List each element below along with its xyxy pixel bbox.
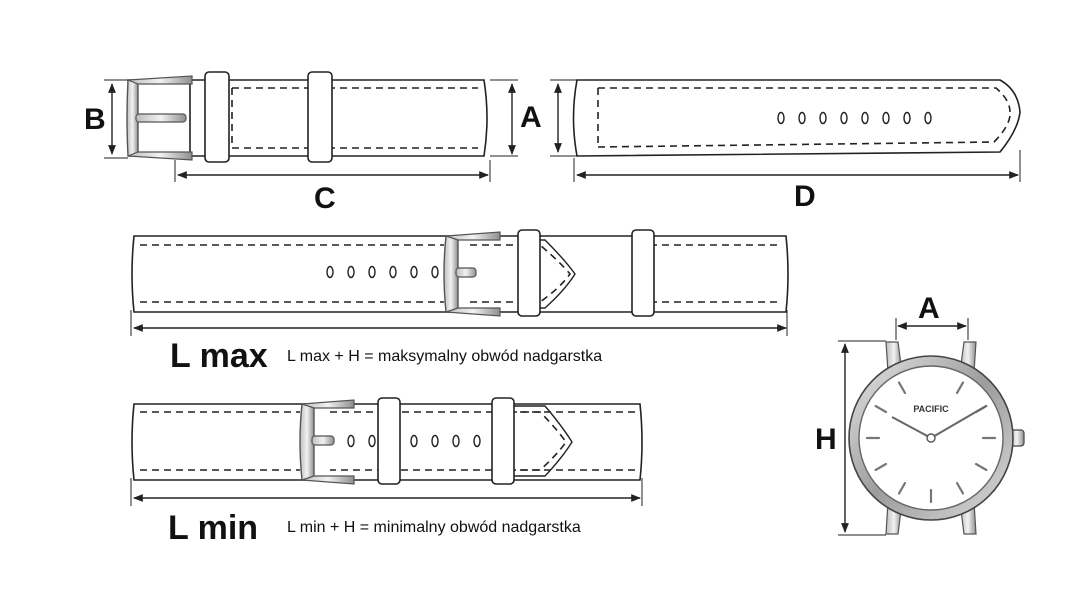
keeper-loop bbox=[517, 229, 541, 317]
center-pin bbox=[926, 433, 936, 443]
strap-holes bbox=[777, 111, 932, 125]
note-l-max: L max + H = maksymalny obwód nadgarstka bbox=[287, 348, 603, 365]
strap-l-min bbox=[130, 397, 643, 506]
label-l-max: L max bbox=[170, 337, 268, 375]
label-a-strap: A bbox=[520, 101, 542, 134]
strap-holes bbox=[326, 265, 439, 279]
keeper-loop bbox=[377, 397, 401, 485]
label-l-min: L min bbox=[168, 509, 259, 547]
keeper-loop bbox=[204, 71, 230, 163]
label-c: C bbox=[314, 182, 336, 215]
watch-case bbox=[838, 318, 1025, 536]
label-d: D bbox=[794, 180, 816, 213]
keeper-loop bbox=[307, 71, 333, 163]
hour-marker bbox=[897, 481, 907, 495]
hour-hand bbox=[891, 416, 932, 439]
strap-l-max bbox=[130, 229, 789, 336]
label-a-watch: A bbox=[918, 292, 940, 325]
note-l-min: L min + H = minimalny obwód nadgarstka bbox=[287, 519, 581, 536]
watch-brand-logo: PACIFIC bbox=[913, 404, 949, 414]
label-h: H bbox=[815, 423, 837, 456]
hour-marker bbox=[955, 481, 965, 495]
buckle bbox=[126, 75, 193, 161]
keeper-loop bbox=[631, 229, 655, 317]
buckle bbox=[443, 231, 501, 317]
hour-marker bbox=[874, 404, 888, 414]
label-b: B bbox=[84, 103, 106, 136]
hour-marker bbox=[897, 381, 907, 395]
hour-marker bbox=[974, 462, 988, 472]
buckle bbox=[299, 399, 355, 485]
strap-holes bbox=[347, 434, 481, 448]
keeper-loop bbox=[491, 397, 515, 485]
buckle-strap-piece bbox=[104, 71, 518, 182]
minute-hand bbox=[930, 405, 987, 439]
hole-strap-piece bbox=[550, 79, 1021, 182]
hour-marker bbox=[874, 462, 888, 472]
hour-marker bbox=[955, 381, 965, 395]
